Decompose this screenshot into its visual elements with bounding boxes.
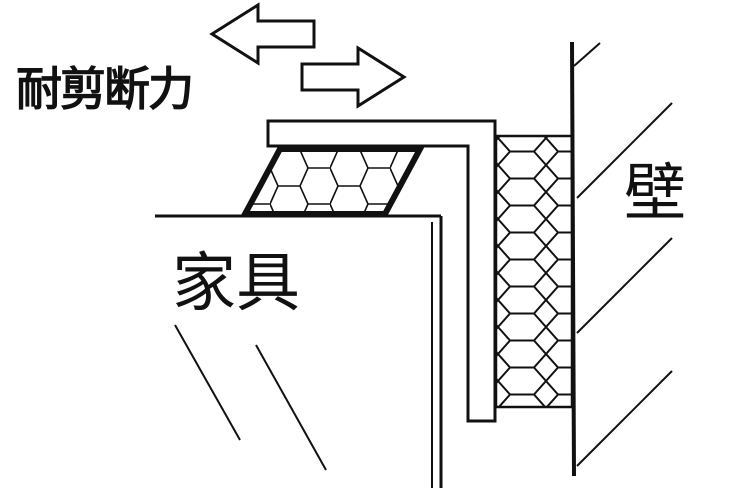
- arrow-left-icon: [209, 2, 316, 66]
- l-bracket: [266, 119, 497, 423]
- furniture-label: 家具: [172, 247, 300, 321]
- cushion-foam-wall: [494, 134, 574, 409]
- shear-force-label: 耐剪断力: [16, 62, 194, 116]
- wall-label: 壁: [624, 156, 687, 229]
- arrow-right-icon: [300, 45, 407, 109]
- cushion-foam-top: [239, 146, 426, 217]
- wall: [570, 41, 673, 477]
